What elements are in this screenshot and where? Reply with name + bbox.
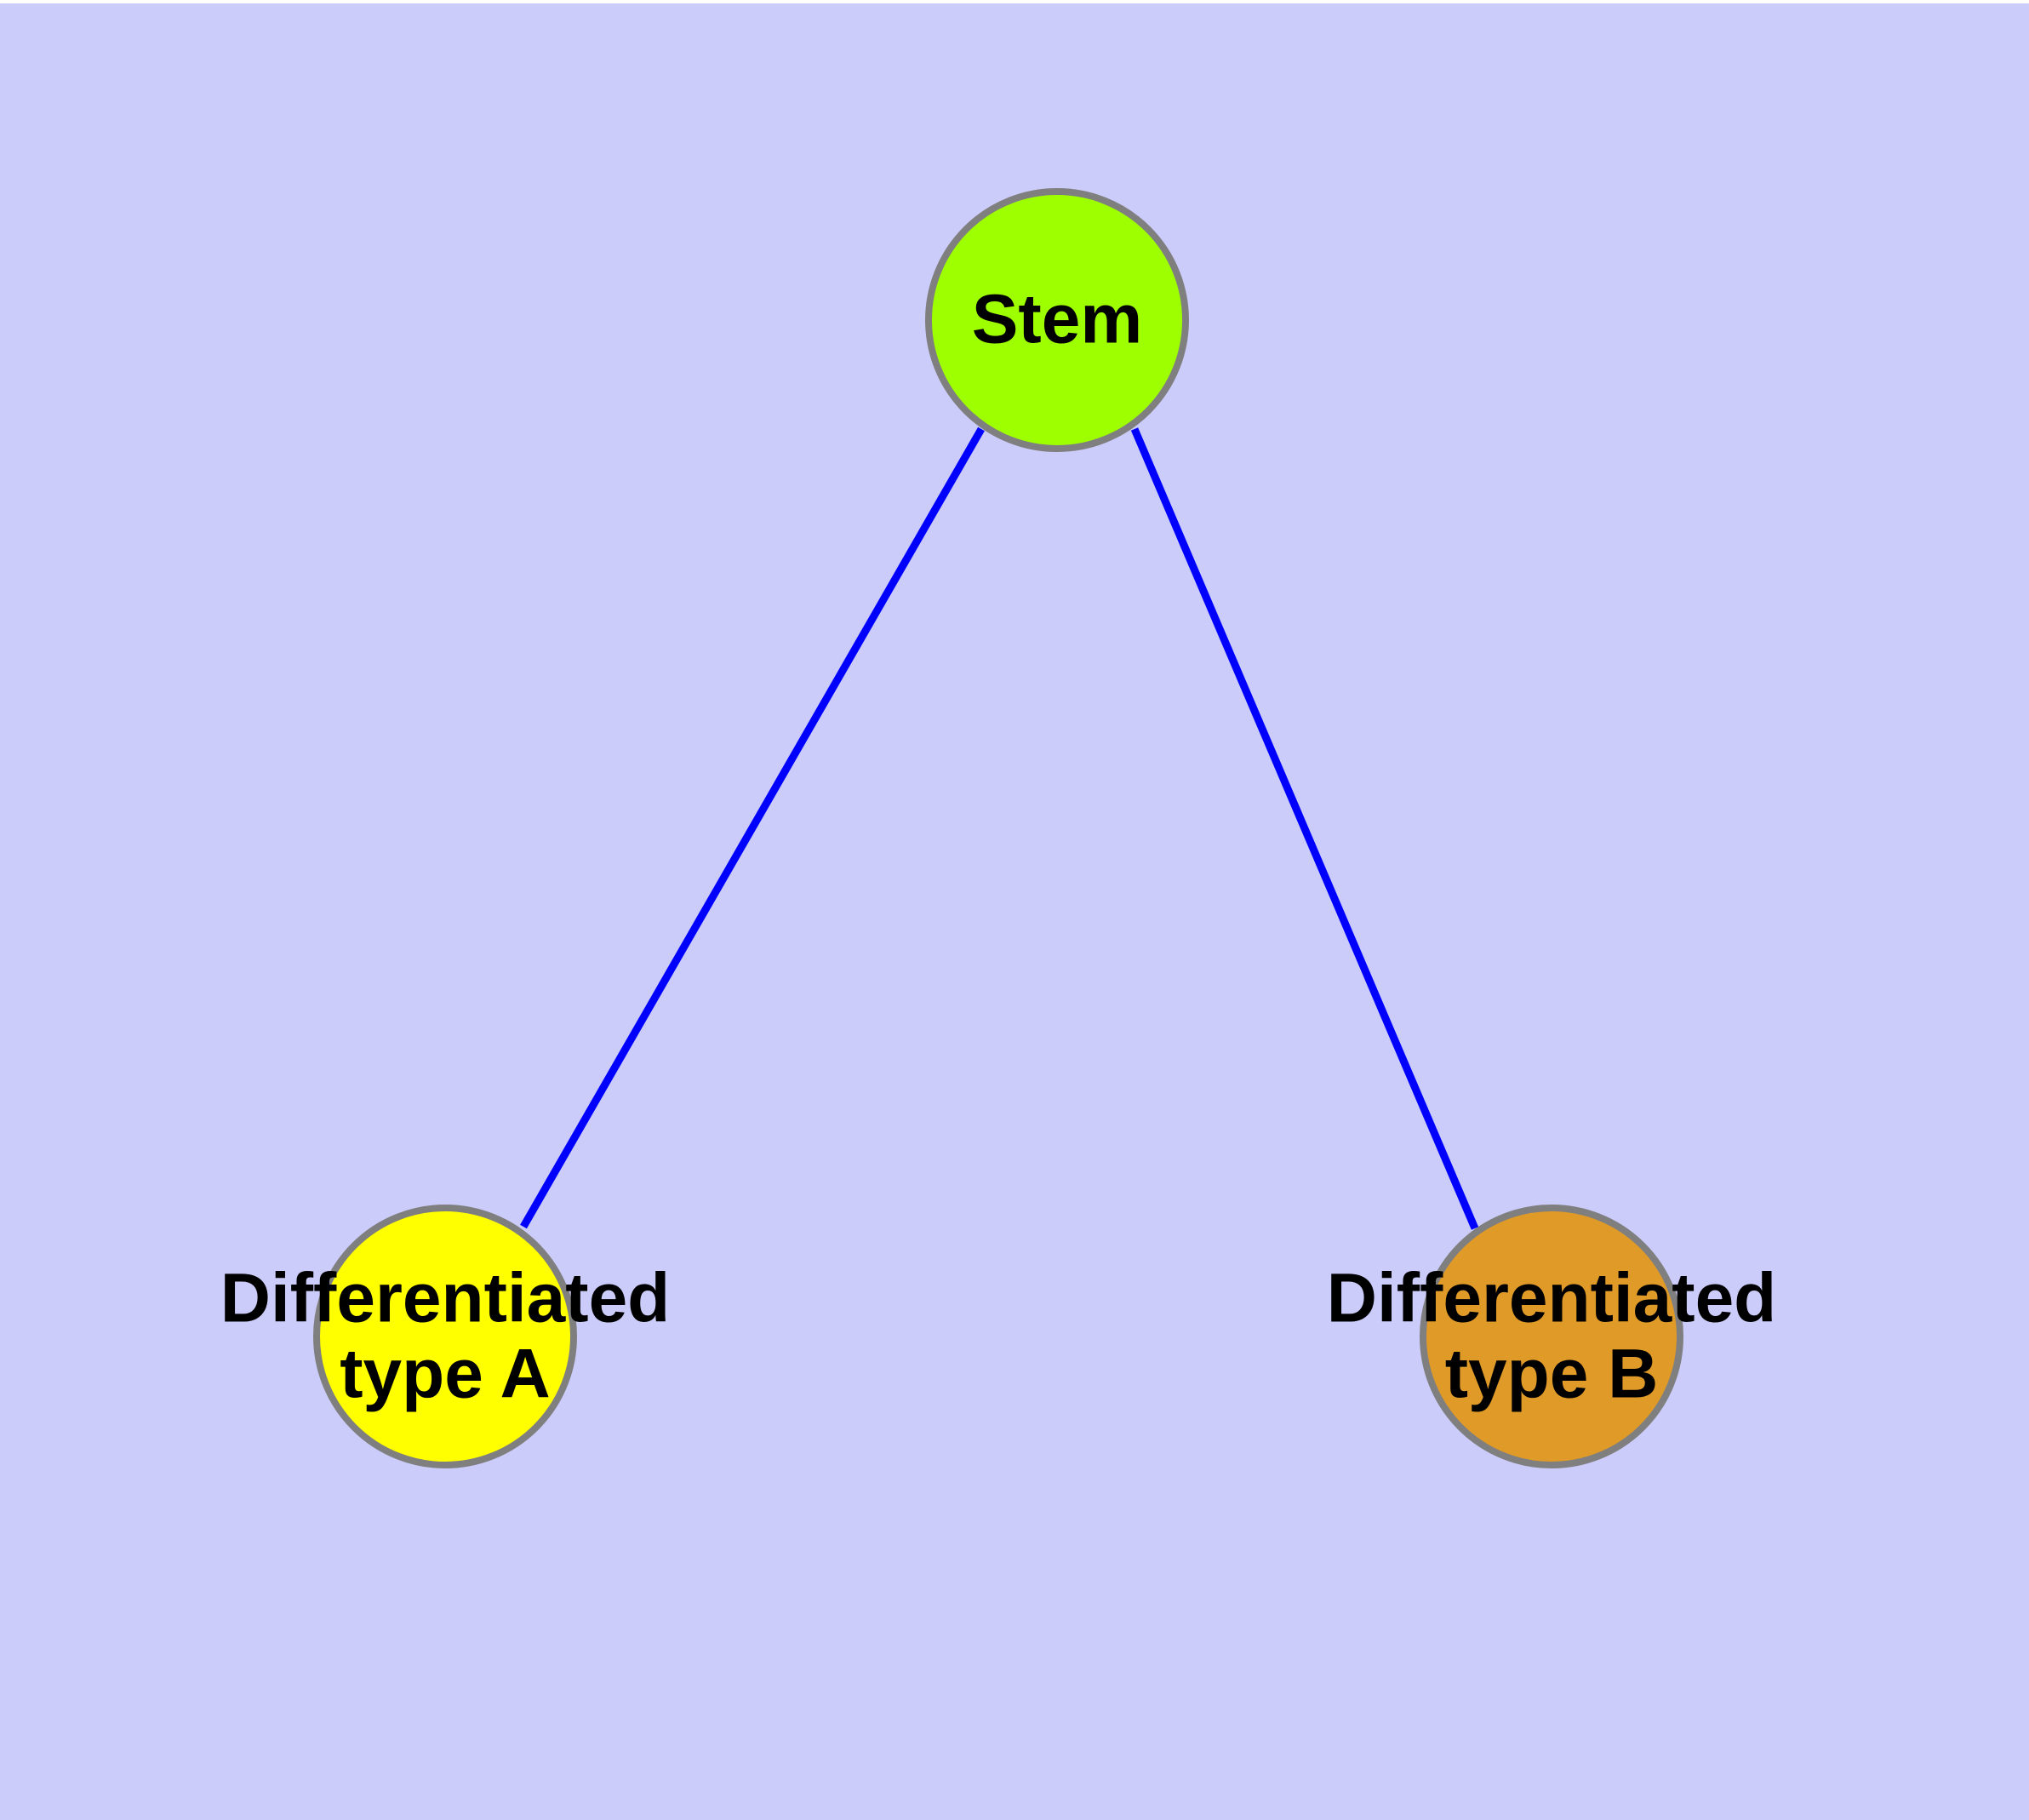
graph-node-diff_a[interactable] [313, 1205, 577, 1468]
graph-edge-stem-to-a[interactable] [520, 426, 985, 1229]
edge-layer [520, 426, 1479, 1230]
graph-node-diff_b[interactable] [1420, 1205, 1683, 1468]
graph-edge-stem-to-b[interactable] [1130, 427, 1479, 1230]
node-layer [313, 188, 1683, 1468]
graph-node-stem[interactable] [925, 188, 1189, 452]
